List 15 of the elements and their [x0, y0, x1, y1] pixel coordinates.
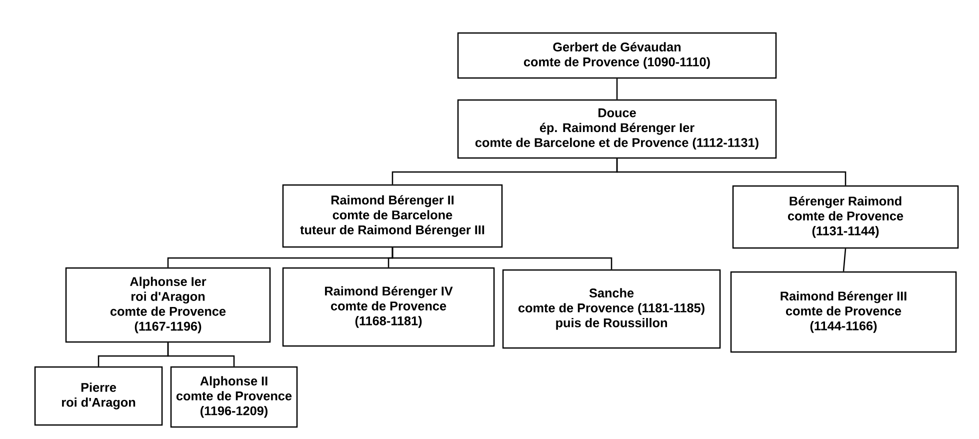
connector-line	[392, 248, 612, 270]
person-box: Pierre roi d'Aragon	[34, 366, 163, 426]
person-box: Raimond Bérenger IV comte de Provence (1168-1181)	[282, 267, 495, 347]
person-box: Raimond Bérenger III comte de Provence (1144-1166)	[730, 271, 957, 353]
connector-line	[842, 248, 846, 272]
connector-line	[616, 158, 846, 186]
person-box: Alphonse II comte de Provence (1196-1209)	[170, 366, 298, 428]
person-box: Alphonse Ier roi d'Aragon comte de Provence (1167-1196)	[65, 267, 271, 343]
person-box: Douce ép. Raimond Bérenger Ier comte de Barcelone et de Provence (1112-1131)	[457, 99, 777, 159]
person-box: Bérenger Raimond comte de Provence (1131-1144)	[732, 185, 959, 249]
connector-line	[167, 342, 235, 366]
person-box: Gerbert de Gévaudan comte de Provence (1090-1110)	[457, 32, 777, 79]
person-box: Sanche comte de Provence (1181-1185) puis de Roussillon	[502, 269, 721, 349]
connector-line	[616, 78, 618, 100]
person-box: Raimond Bérenger II comte de Barcelone tuteur de Raimond Bérenger III	[282, 184, 503, 248]
